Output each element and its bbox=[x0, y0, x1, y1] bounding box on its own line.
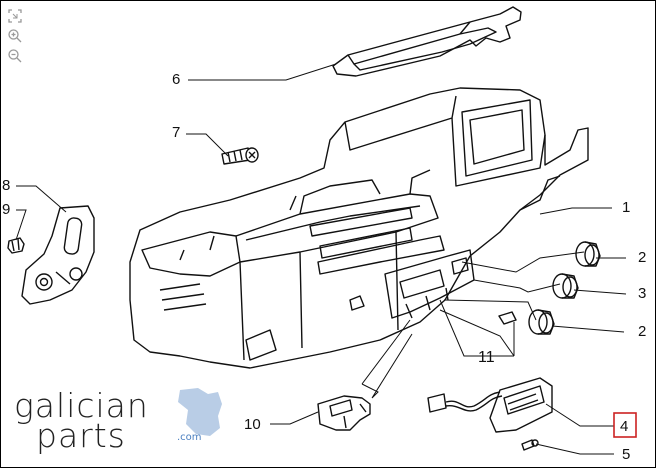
part-7-screw[interactable] bbox=[221, 147, 259, 165]
leader-10-housing bbox=[361, 319, 413, 399]
fit-to-window-icon[interactable] bbox=[6, 8, 24, 26]
callout-8[interactable]: 8 bbox=[2, 177, 10, 194]
leader-9 bbox=[15, 209, 27, 241]
part-4-switch-module[interactable] bbox=[427, 377, 553, 433]
leader-2b bbox=[551, 325, 625, 333]
part-11-bulb[interactable] bbox=[498, 311, 517, 325]
part-2-knob-upper[interactable] bbox=[575, 241, 601, 267]
galicianparts-logo: galician parts .com bbox=[14, 386, 224, 455]
leader-1 bbox=[539, 207, 612, 215]
leader-3 bbox=[573, 289, 627, 295]
logo-domain-suffix: .com bbox=[177, 432, 202, 443]
leader-knob-lower bbox=[443, 299, 537, 321]
callout-7[interactable]: 7 bbox=[172, 124, 180, 141]
callout-2-lower[interactable]: 2 bbox=[638, 323, 646, 340]
part-5-screw[interactable] bbox=[521, 439, 539, 451]
part-10-connector[interactable] bbox=[317, 395, 371, 431]
leader-knob-upper bbox=[461, 251, 585, 273]
callout-6[interactable]: 6 bbox=[172, 71, 180, 88]
part-3-knob-middle[interactable] bbox=[552, 273, 579, 299]
callout-4-highlight-box bbox=[613, 412, 637, 438]
leader-11 bbox=[439, 299, 515, 357]
leader-10 bbox=[270, 411, 319, 425]
leader-knob-middle bbox=[473, 279, 561, 293]
zoom-out-icon[interactable] bbox=[6, 48, 24, 66]
callout-4[interactable]: 4 bbox=[620, 418, 628, 435]
part-8-bracket[interactable] bbox=[21, 205, 95, 305]
leader-6 bbox=[188, 63, 337, 81]
zoom-in-icon[interactable] bbox=[6, 28, 24, 46]
callout-3[interactable]: 3 bbox=[638, 285, 646, 302]
logo-word-galician: galician bbox=[14, 386, 149, 425]
part-2-knob-lower[interactable] bbox=[528, 309, 555, 335]
callout-9[interactable]: 9 bbox=[2, 201, 10, 218]
galicia-map-icon bbox=[178, 388, 222, 436]
logo-word-parts: parts bbox=[36, 416, 126, 455]
callout-2-upper[interactable]: 2 bbox=[638, 249, 646, 266]
part-1-heater-housing[interactable] bbox=[129, 87, 589, 369]
leader-8 bbox=[16, 185, 67, 213]
callout-10[interactable]: 10 bbox=[244, 416, 261, 433]
leader-5 bbox=[535, 443, 614, 455]
leader-4 bbox=[545, 403, 614, 427]
callout-1[interactable]: 1 bbox=[622, 199, 630, 216]
leader-7 bbox=[186, 133, 229, 157]
callout-5[interactable]: 5 bbox=[622, 446, 630, 463]
part-6-cover-plate[interactable] bbox=[332, 6, 522, 77]
callout-11[interactable]: 11 bbox=[478, 349, 495, 366]
part-9-clip[interactable] bbox=[7, 237, 25, 254]
